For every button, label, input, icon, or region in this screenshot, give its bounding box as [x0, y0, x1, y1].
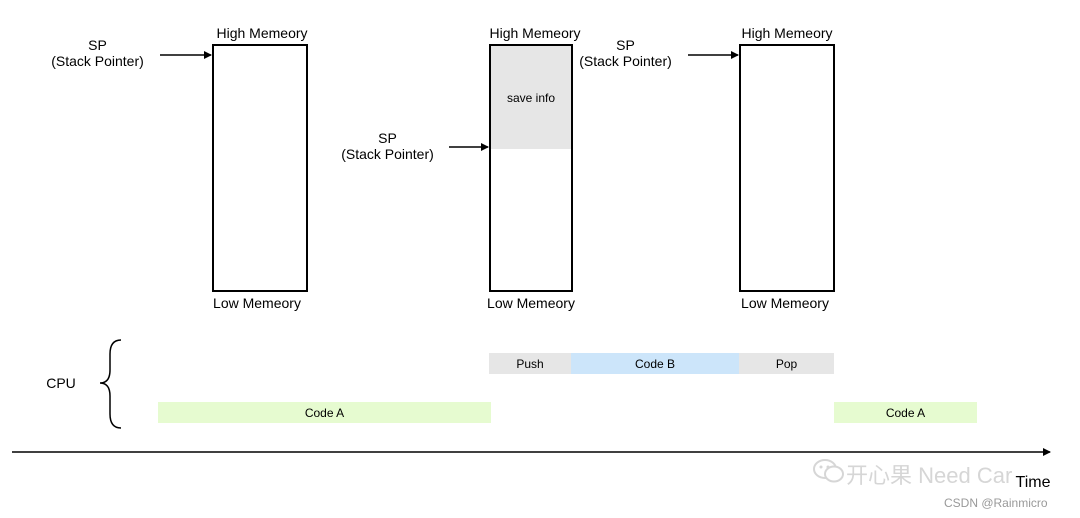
stack2-high-label: High Memeory [489, 25, 581, 41]
stack2-memory-box: save info [489, 44, 573, 292]
cpu-label: CPU [46, 375, 76, 391]
cpu-bar-code-a-1: Code A [158, 402, 491, 423]
cpu-bar-pop: Pop [739, 353, 834, 374]
stack1-high-label: High Memeory [216, 25, 308, 41]
stack3-low-label: Low Memeory [741, 295, 829, 311]
stack1-sp-title: SP [88, 37, 107, 53]
stack3-memory-box [739, 44, 835, 292]
stack1-low-label: Low Memeory [213, 295, 301, 311]
stack1-sp-subtitle: (Stack Pointer) [51, 53, 144, 69]
stack2-sp-label: SP (Stack Pointer) [330, 130, 445, 162]
cpu-bar-code-b-label: Code B [634, 356, 676, 371]
stack1-sp-label: SP (Stack Pointer) [40, 37, 155, 69]
cpu-bar-push: Push [489, 353, 571, 374]
stack3-sp-title: SP [616, 37, 635, 53]
watermark-text: 开心果 Need Car [846, 463, 1013, 488]
stack2-sp-title: SP [378, 130, 397, 146]
saved-info-region: save info [491, 46, 571, 149]
stack1-memory-box [212, 44, 308, 292]
stack2-sp-subtitle: (Stack Pointer) [341, 146, 434, 162]
cpu-bar-code-a-1-label: Code A [304, 405, 345, 420]
stack2-low-label: Low Memeory [487, 295, 575, 311]
cpu-bar-code-a-2: Code A [834, 402, 977, 423]
cpu-bar-push-label: Push [516, 356, 544, 371]
cpu-brace [99, 339, 122, 429]
stack3-sp-subtitle: (Stack Pointer) [579, 53, 672, 69]
csdn-credit: CSDN @Rainmicro [944, 496, 1048, 510]
cpu-bar-pop-label: Pop [775, 356, 798, 371]
cpu-bar-code-a-2-label: Code A [885, 405, 926, 420]
time-label: Time [1015, 474, 1051, 491]
stack3-sp-label: SP (Stack Pointer) [568, 37, 683, 69]
stack3-high-label: High Memeory [741, 25, 833, 41]
saved-info-label: save info [506, 90, 556, 105]
cpu-bar-code-b: Code B [571, 353, 739, 374]
wechat-icon [812, 456, 846, 486]
